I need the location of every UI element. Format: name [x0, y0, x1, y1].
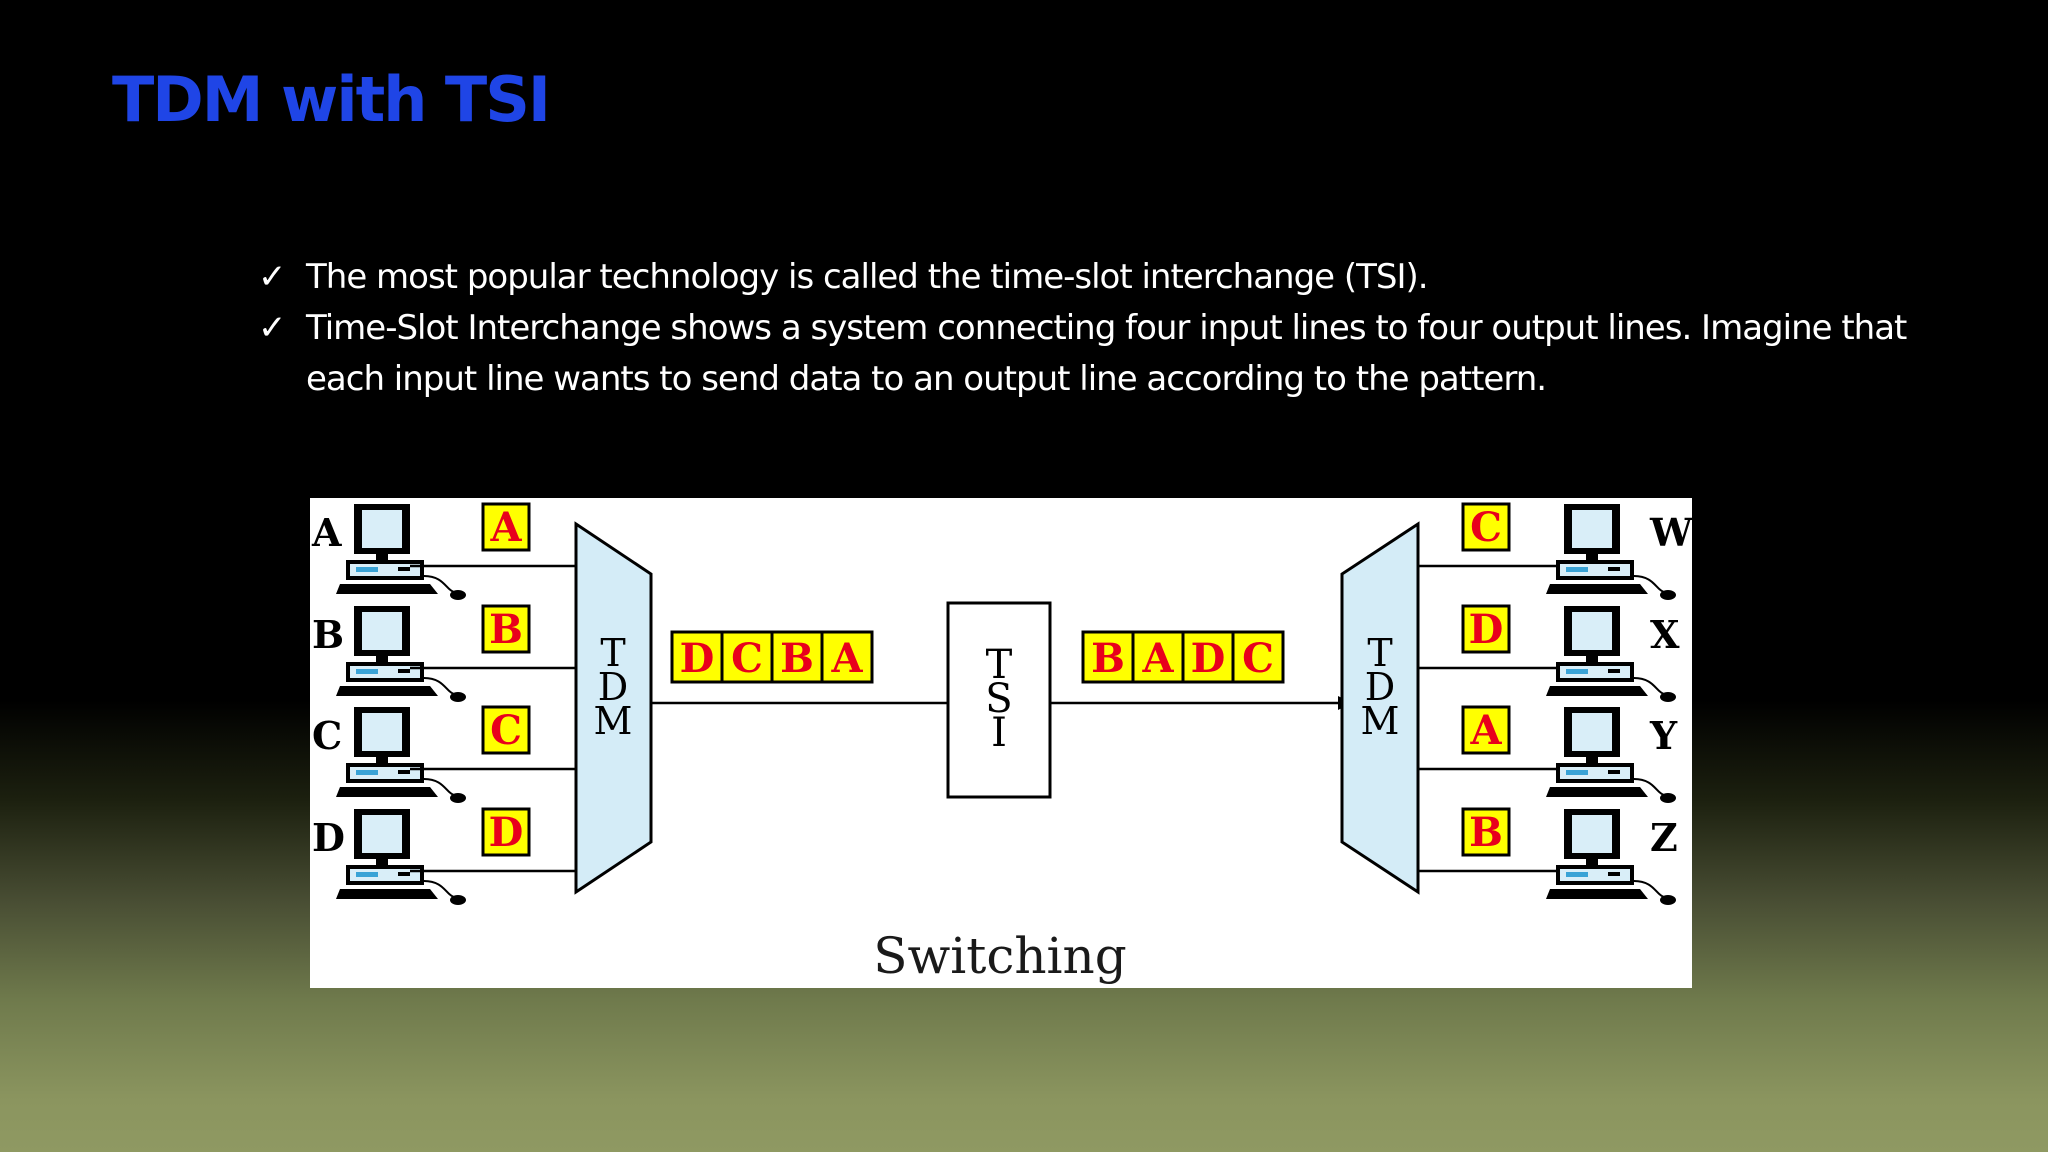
slide-title: TDM with TSI	[112, 63, 551, 136]
input-line-label: D	[312, 815, 345, 860]
svg-text:C: C	[490, 707, 522, 754]
input-line-label: B	[312, 612, 344, 657]
tsi-label: TSI	[985, 642, 1012, 756]
bullet-item: ✓ The most popular technology is called …	[258, 252, 1958, 303]
output-line-label: X	[1650, 612, 1680, 657]
svg-text:T: T	[1367, 631, 1392, 675]
output-tdm-label: TDM	[1361, 631, 1400, 743]
svg-text:D: D	[489, 809, 524, 856]
bullet-text: The most popular technology is called th…	[306, 257, 1429, 297]
input-computer-icon	[336, 707, 466, 803]
bullet-item: ✓ Time-Slot Interchange shows a system c…	[258, 303, 1958, 405]
output-line-label: W	[1649, 510, 1692, 555]
diagram-caption: Switching	[873, 927, 1127, 985]
svg-text:D: D	[1469, 606, 1504, 653]
svg-text:I: I	[991, 710, 1007, 756]
frame-slot-letter: A	[1141, 635, 1174, 682]
input-computer-icon	[336, 504, 466, 600]
input-tdm-mux	[574, 521, 653, 895]
input-computer-icon	[336, 606, 466, 702]
bullet-list: ✓ The most popular technology is called …	[258, 252, 1958, 405]
svg-text:D: D	[1365, 665, 1395, 709]
svg-text:S: S	[985, 676, 1012, 722]
frame-slot-letter: B	[780, 635, 814, 682]
svg-text:A: A	[489, 504, 522, 551]
input-slot: D	[481, 807, 531, 857]
check-mark-icon: ✓	[258, 257, 286, 297]
output-slot: A	[1461, 705, 1511, 755]
svg-text:M: M	[594, 699, 633, 743]
svg-text:C: C	[1470, 504, 1502, 551]
output-computer-icon	[1546, 707, 1676, 803]
bullet-text: Time-Slot Interchange shows a system con…	[306, 308, 1907, 399]
input-slot: B	[481, 604, 531, 654]
frame-slot-letter: D	[1191, 635, 1226, 682]
svg-text:B: B	[1469, 809, 1503, 856]
svg-text:T: T	[600, 631, 625, 675]
tsi-switch-box	[946, 601, 1052, 799]
input-line-label: A	[311, 510, 342, 555]
frame-slot-letter: A	[830, 635, 863, 682]
output-slot: D	[1461, 604, 1511, 654]
output-line-label: Z	[1650, 815, 1678, 860]
frame-slot-letter: D	[680, 635, 715, 682]
output-computer-icon	[1546, 809, 1676, 905]
frame-slot-letter: C	[731, 635, 763, 682]
frame-slot-letter: C	[1242, 635, 1274, 682]
output-computer-icon	[1546, 504, 1676, 600]
svg-text:D: D	[598, 665, 628, 709]
output-line-label: Y	[1649, 713, 1678, 758]
input-slot: C	[481, 705, 531, 755]
output-computer-icon	[1546, 606, 1676, 702]
svg-text:T: T	[986, 642, 1013, 688]
svg-text:B: B	[489, 606, 523, 653]
svg-text:M: M	[1361, 699, 1400, 743]
input-tdm-label: TDM	[594, 631, 633, 743]
frame-slot-letter: B	[1091, 635, 1125, 682]
output-slot: B	[1461, 807, 1511, 857]
output-slot: C	[1461, 502, 1511, 552]
input-computer-icon	[336, 809, 466, 905]
svg-text:A: A	[1469, 707, 1502, 754]
check-mark-icon: ✓	[258, 308, 286, 348]
input-slot: A	[481, 502, 531, 552]
input-line-label: C	[312, 713, 342, 758]
